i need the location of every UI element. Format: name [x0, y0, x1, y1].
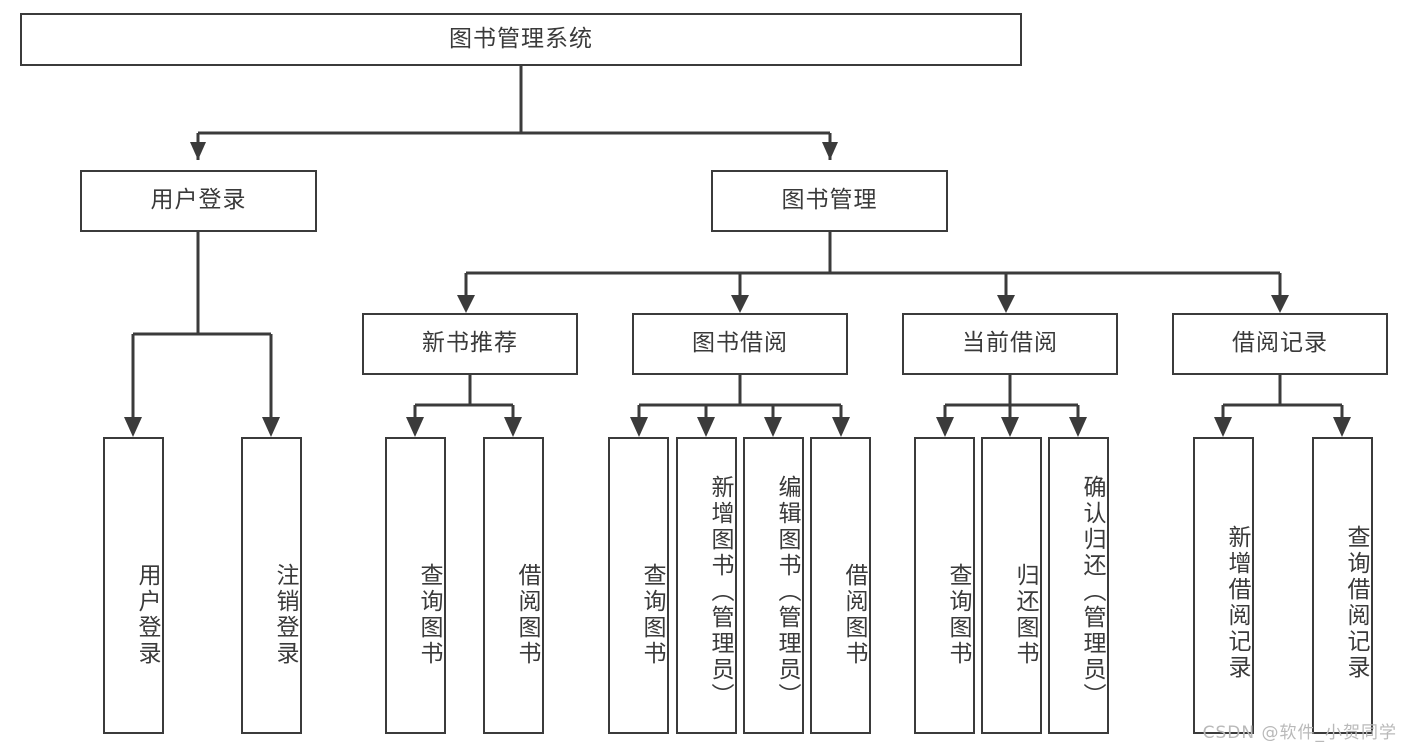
leaf-return-book[interactable]: 归还图书 [981, 437, 1042, 734]
leaf-add-book-admin[interactable]: 新增图书（管理员） [676, 437, 737, 734]
node-new-book-recommend[interactable]: 新书推荐 [362, 313, 578, 375]
leaf-query-book-newbook[interactable]: 查询图书 [385, 437, 446, 734]
leaf-query-book-current[interactable]: 查询图书 [914, 437, 975, 734]
node-current-borrow[interactable]: 当前借阅 [902, 313, 1118, 375]
leaf-query-borrow-record[interactable]: 查询借阅记录 [1312, 437, 1373, 734]
leaf-query-book-borrow[interactable]: 查询图书 [608, 437, 669, 734]
leaf-add-borrow-record[interactable]: 新增借阅记录 [1193, 437, 1254, 734]
node-book-management[interactable]: 图书管理 [711, 170, 948, 232]
leaf-edit-book-admin[interactable]: 编辑图书（管理员） [743, 437, 804, 734]
leaf-borrow-book[interactable]: 借阅图书 [810, 437, 871, 734]
node-root-system[interactable]: 图书管理系统 [20, 13, 1022, 66]
leaf-user-login[interactable]: 用户登录 [103, 437, 164, 734]
node-book-borrow[interactable]: 图书借阅 [632, 313, 848, 375]
leaf-logout-login[interactable]: 注销登录 [241, 437, 302, 734]
leaf-borrow-book-newbook[interactable]: 借阅图书 [483, 437, 544, 734]
node-borrow-record[interactable]: 借阅记录 [1172, 313, 1388, 375]
node-user-login[interactable]: 用户登录 [80, 170, 317, 232]
leaf-confirm-return-admin[interactable]: 确认归还（管理员） [1048, 437, 1109, 734]
